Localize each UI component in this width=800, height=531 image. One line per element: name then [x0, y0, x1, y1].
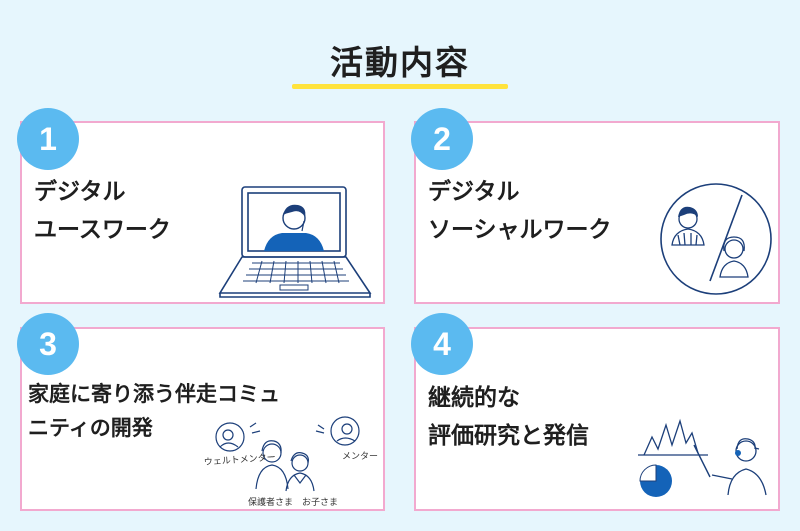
- card-2-line1: デジタル: [428, 179, 520, 205]
- card-4-text: 継続的な 評価研究と発信: [428, 379, 589, 455]
- card-3-line2: ニティの開発: [28, 416, 153, 440]
- activity-card-1: デジタル ユースワーク: [20, 121, 385, 304]
- card-1-line1: デジタル: [34, 179, 126, 205]
- number-badge-2: 2: [411, 108, 473, 170]
- number-badge-1: 1: [17, 108, 79, 170]
- title-underline: [292, 84, 508, 89]
- community-illustration: ウェルトメンター メンター 保護者さま お子さま: [203, 416, 378, 508]
- card-1-text: デジタル ユースワーク: [34, 173, 171, 249]
- card-2-line2: ソーシャルワーク: [428, 217, 612, 243]
- card-4-line1: 継続的な: [428, 385, 520, 411]
- card-3-line1: 家庭に寄り添う伴走コミュ: [28, 382, 280, 406]
- card-4-line2: 評価研究と発信: [428, 423, 589, 449]
- laptop-illustration: [218, 186, 372, 298]
- activity-card-3: 家庭に寄り添う伴走コミュ ニティの開発 ウェルトメンター メンター 保護者さま …: [20, 327, 385, 511]
- number-badge-4: 4: [411, 313, 473, 375]
- chat-circle-illustration: [660, 183, 772, 295]
- label-right: メンター: [342, 451, 378, 462]
- activity-card-2: デジタル ソーシャルワーク: [414, 121, 780, 304]
- research-presentation-illustration: [638, 418, 767, 497]
- label-parent: 保護者さま: [248, 496, 293, 508]
- label-child: お子さま: [302, 497, 338, 508]
- label-left: ウェルトメンター: [203, 452, 276, 468]
- card-1-line2: ユースワーク: [34, 217, 171, 243]
- page-title: 活動内容: [330, 43, 470, 82]
- activity-card-4: 継続的な 評価研究と発信: [414, 327, 780, 511]
- number-badge-3: 3: [17, 313, 79, 375]
- card-2-text: デジタル ソーシャルワーク: [428, 173, 612, 249]
- card-3-text: 家庭に寄り添う伴走コミュ ニティの開発: [28, 377, 280, 445]
